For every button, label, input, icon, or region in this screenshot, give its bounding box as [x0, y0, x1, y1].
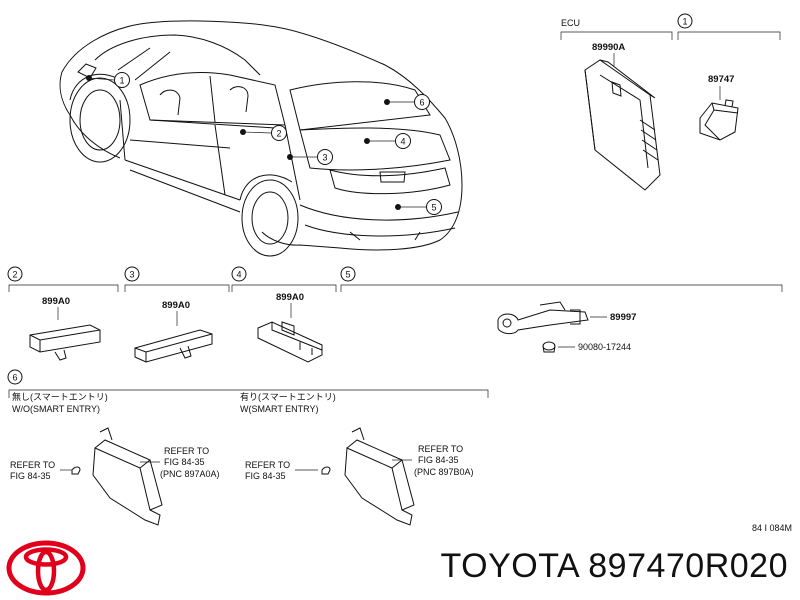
left-refer2-line3: (PNC 897A0A): [160, 469, 220, 479]
figure-code: 84 I 084M: [752, 523, 792, 533]
group-1: 1 89747: [677, 13, 781, 141]
callout-leaders: [86, 75, 426, 210]
svg-text:4: 4: [236, 270, 241, 280]
svg-text:1: 1: [682, 17, 687, 27]
sensor-89747-drawing: [699, 99, 739, 141]
antenna-899A0-drawing-2: [29, 324, 101, 361]
svg-text:6: 6: [12, 373, 17, 383]
ecu-header: ECU: [561, 18, 580, 28]
svg-text:5: 5: [345, 270, 350, 280]
brand-name: TOYOTA: [440, 547, 579, 585]
svg-text:5: 5: [431, 203, 436, 213]
toyota-logo: [6, 540, 86, 596]
part-89990A-label: 89990A: [592, 42, 625, 53]
part-89997-label: 89997: [610, 312, 636, 323]
callout-2: 2: [271, 125, 287, 141]
part-90080-17244-label: 90080-17244: [578, 342, 631, 352]
antenna-left-drawing: [71, 427, 163, 526]
group-4: 4 899A0: [231, 266, 337, 363]
svg-text:3: 3: [129, 270, 134, 280]
group-6: 6 無し(スマートエントリ) W/O(SMART ENTRY) REFER TO…: [7, 369, 489, 526]
part-899A0-label-4: 899A0: [276, 292, 304, 303]
callout-1: 1: [114, 72, 130, 88]
callout-6: 6: [414, 94, 430, 110]
left-refer2-line2: FIG 84-35: [164, 457, 205, 467]
right-refer2-line3: (PNC 897B0A): [414, 467, 474, 477]
svg-text:3: 3: [322, 153, 327, 163]
w-smart-entry-en: W(SMART ENTRY): [240, 404, 319, 414]
part-899A0-label-2: 899A0: [42, 296, 70, 307]
svg-text:6: 6: [419, 98, 424, 108]
left-refer1-line1: REFER TO: [10, 460, 55, 470]
callout-5: 5: [426, 199, 442, 215]
svg-text:2: 2: [12, 270, 17, 280]
part-89747-label: 89747: [708, 74, 734, 85]
bolt-90080-17244-drawing: [542, 341, 556, 353]
svg-text:4: 4: [400, 137, 405, 147]
car-illustration: [59, 20, 463, 257]
group-5: 5 89997 90080-17244: [340, 266, 783, 353]
ecu-module-drawing: [584, 59, 661, 191]
wo-smart-entry-en: W/O(SMART ENTRY): [12, 404, 100, 414]
right-refer1-line2: FIG 84-35: [245, 471, 286, 481]
right-refer2-line1: REFER TO: [418, 444, 463, 454]
brand-part-number: TOYOTA 897470R020: [441, 547, 788, 586]
part-899A0-label-3: 899A0: [162, 300, 190, 311]
right-refer1-line1: REFER TO: [245, 460, 290, 470]
left-refer2-line1: REFER TO: [164, 446, 209, 456]
antenna-899A0-drawing-4: [257, 321, 323, 363]
callout-4: 4: [395, 133, 411, 149]
left-refer1-line2: FIG 84-35: [10, 471, 51, 481]
svg-text:2: 2: [276, 129, 281, 139]
group-3: 3 899A0: [124, 266, 230, 363]
antenna-right-drawing: [321, 427, 415, 526]
callout-3: 3: [317, 149, 333, 165]
sensor-89997-drawing: [497, 301, 589, 335]
part-number: 897470R020: [588, 547, 788, 585]
ecu-group: ECU 89990A: [560, 18, 673, 191]
w-smart-entry-jp: 有り(スマートエントリ): [240, 391, 336, 402]
svg-text:1: 1: [119, 76, 124, 86]
right-refer2-line2: FIG 84-35: [418, 455, 459, 465]
wo-smart-entry-jp: 無し(スマートエントリ): [12, 391, 108, 402]
group-2: 2 899A0: [7, 266, 119, 361]
antenna-899A0-drawing-3: [134, 329, 213, 363]
